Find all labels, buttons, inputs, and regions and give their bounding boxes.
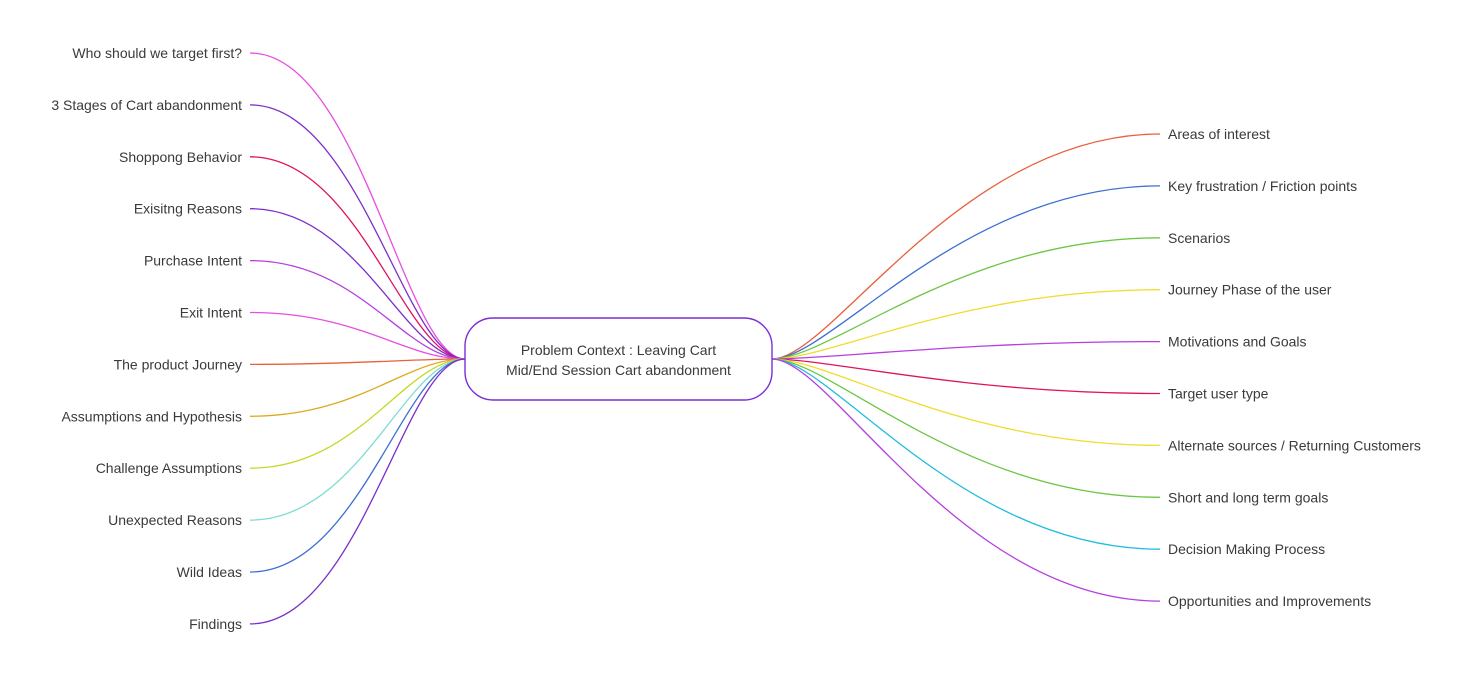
connector-right-key-frustration-friction-points <box>771 185 1161 360</box>
connector-right-areas-of-interest <box>771 133 1161 360</box>
branch-node-findings[interactable]: Findings <box>189 616 242 632</box>
branch-node-unexpected-reasons[interactable]: Unexpected Reasons <box>108 512 242 528</box>
connector-left-challenge-assumptions <box>249 358 466 469</box>
branch-node-the-product-journey[interactable]: The product Journey <box>114 356 242 372</box>
connector-left-assumptions-and-hypothesis <box>249 358 466 417</box>
branch-node-purchase-intent[interactable]: Purchase Intent <box>144 253 242 269</box>
connector-left-unexpected-reasons <box>249 358 466 521</box>
labels-layer: Who should we target first? 3 Stages of C… <box>51 45 1421 632</box>
connector-right-motivations-and-goals <box>771 340 1161 360</box>
connector-left-findings <box>249 358 466 625</box>
branch-node-areas-of-interest[interactable]: Areas of interest <box>1168 126 1270 142</box>
connector-right-opportunities-and-improvements <box>771 358 1161 602</box>
connector-left-shoppong-behavior <box>249 156 466 360</box>
branch-node-key-frustration-friction-points[interactable]: Key frustration / Friction points <box>1168 178 1357 194</box>
connector-right-journey-phase-of-the-user <box>771 289 1161 360</box>
branch-node-scenarios[interactable]: Scenarios <box>1168 230 1230 246</box>
connectors-layer <box>249 52 1161 625</box>
connector-right-alternate-sources-returning-customers <box>771 358 1161 447</box>
branch-node-assumptions-and-hypothesis[interactable]: Assumptions and Hypothesis <box>61 408 242 424</box>
connector-right-target-user-type <box>771 358 1161 395</box>
branch-node-challenge-assumptions[interactable]: Challenge Assumptions <box>96 460 242 476</box>
connector-right-short-and-long-term-goals <box>771 358 1161 498</box>
branch-node-wild-ideas[interactable]: Wild Ideas <box>177 564 242 580</box>
branch-node-who-should-we-target-first[interactable]: Who should we target first? <box>72 45 242 61</box>
branch-node-shoppong-behavior[interactable]: Shoppong Behavior <box>119 149 242 165</box>
branch-node-journey-phase-of-the-user[interactable]: Journey Phase of the user <box>1168 282 1332 298</box>
branch-node-alternate-sources-returning-customers[interactable]: Alternate sources / Returning Customers <box>1168 437 1421 453</box>
connector-right-scenarios <box>771 237 1161 360</box>
branch-node-short-and-long-term-goals[interactable]: Short and long term goals <box>1168 489 1328 505</box>
central-topic-box[interactable] <box>464 317 773 401</box>
connector-left-3-stages-of-cart-abandonment <box>249 104 466 360</box>
connector-left-who-should-we-target-first <box>249 52 466 360</box>
connector-right-decision-making-process <box>771 358 1161 550</box>
branch-node-target-user-type[interactable]: Target user type <box>1168 386 1269 402</box>
connector-left-wild-ideas <box>249 358 466 573</box>
connector-left-purchase-intent <box>249 259 466 360</box>
connector-left-exisitng-reasons <box>249 208 466 360</box>
branch-node-motivations-and-goals[interactable]: Motivations and Goals <box>1168 334 1307 350</box>
connector-left-exit-intent <box>249 311 466 360</box>
branch-node-exisitng-reasons[interactable]: Exisitng Reasons <box>134 201 242 217</box>
branch-node-opportunities-and-improvements[interactable]: Opportunities and Improvements <box>1168 593 1371 609</box>
branch-node-decision-making-process[interactable]: Decision Making Process <box>1168 541 1325 557</box>
branch-node-3-stages-of-cart-abandonment[interactable]: 3 Stages of Cart abandonment <box>51 97 242 113</box>
central-topic-line-1: Problem Context : Leaving Cart <box>521 342 716 358</box>
central-topic-line-2: Mid/End Session Cart abandonment <box>506 362 731 378</box>
central-topic-node[interactable]: Problem Context : Leaving Cart Mid/End S… <box>464 317 773 401</box>
branch-node-exit-intent[interactable]: Exit Intent <box>180 305 242 321</box>
connector-left-the-product-journey <box>249 358 466 366</box>
